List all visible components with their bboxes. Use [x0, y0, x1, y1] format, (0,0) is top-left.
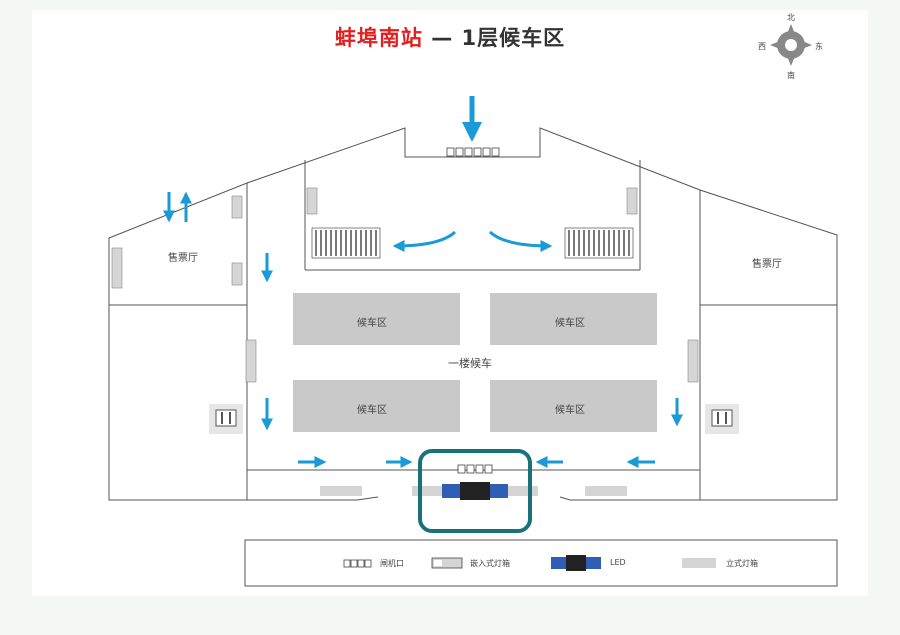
legend-embedded-icon	[431, 557, 463, 569]
compass-east: 东	[815, 42, 823, 51]
waiting-zone-3	[293, 380, 460, 432]
waiting-zone-4	[490, 380, 657, 432]
legend-standing-label: 立式灯箱	[726, 559, 758, 568]
ticket-hall-right: 售票厅	[752, 259, 782, 270]
compass-south: 南	[787, 71, 795, 80]
compass-north: 北	[787, 13, 795, 22]
waiting-zone-1-label: 候车区	[357, 318, 387, 329]
legend-standing-icon	[682, 558, 716, 568]
waiting-zone-1	[293, 293, 460, 345]
ticket-hall-left: 售票厅	[168, 253, 198, 264]
floor-name: 1层候车区	[461, 26, 566, 50]
waiting-zone-4-label: 候车区	[555, 405, 585, 416]
legend-embedded-label: 嵌入式灯箱	[470, 559, 510, 568]
escalator-icon	[311, 227, 381, 259]
station-name: 蚌埠南站	[334, 26, 423, 50]
map-title: 蚌埠南站 — 1层候车区	[0, 22, 900, 52]
led-screen	[412, 482, 538, 500]
bottom-gate	[457, 464, 493, 474]
top-gate	[446, 147, 500, 157]
wall-lightboxes	[111, 187, 699, 496]
building-outline	[108, 127, 838, 501]
legend-gate-label: 闸机口	[380, 559, 404, 568]
compass-icon	[770, 24, 812, 66]
hall-label: 一楼候车	[448, 357, 492, 370]
waiting-zone-2	[490, 293, 657, 345]
legend-led-icon	[551, 555, 601, 571]
elevator-icon	[209, 404, 243, 434]
arrow-icon	[163, 96, 683, 468]
waiting-zone-2-label: 候车区	[555, 318, 585, 329]
waiting-zone-3-label: 候车区	[357, 405, 387, 416]
escalator-icon	[564, 227, 634, 259]
highlight-box	[418, 449, 532, 533]
elevator-icon	[705, 404, 739, 434]
legend-led-label: LED	[610, 558, 626, 567]
title-separator: —	[431, 26, 454, 50]
compass-west: 西	[758, 42, 766, 51]
legend-gate-icon	[343, 559, 372, 568]
